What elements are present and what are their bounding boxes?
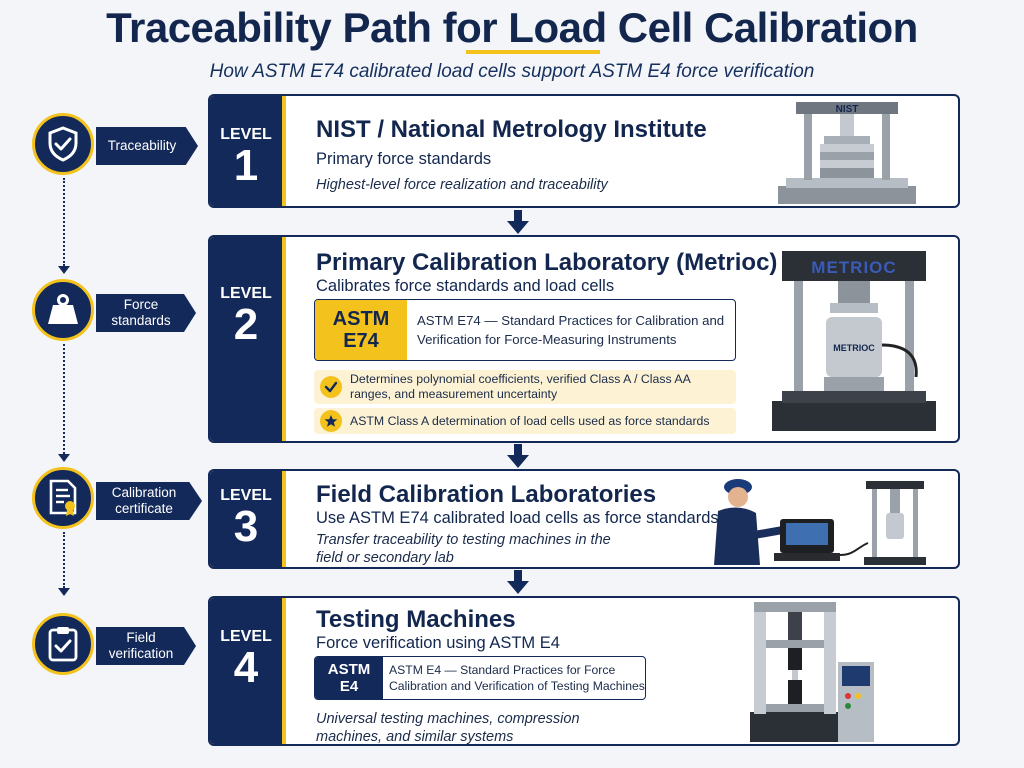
astm-e4-standard-box: ASTM E4 ASTM E4 — Standard Practices for… [314, 656, 646, 700]
rail-force-circle [32, 279, 94, 341]
rail-connector [63, 344, 65, 454]
level-4-title: Testing Machines [316, 606, 516, 633]
rail-tag-traceability: Traceability [96, 127, 198, 165]
level-2-card: LEVEL 2 Primary Calibration Laboratory (… [208, 235, 960, 443]
field-technician-image [714, 479, 926, 565]
level-1-note: Highest-level force realization and trac… [316, 177, 608, 193]
astm-e4-description: ASTM E4 — Standard Practices for Force C… [389, 663, 645, 693]
level-4-note: Universal testing machines, compression … [316, 711, 580, 745]
astm-e4-tag: ASTM E4 [315, 657, 383, 699]
title-underline [466, 50, 600, 54]
weight-icon [48, 294, 78, 324]
rail-arrowhead [58, 588, 70, 596]
check-icon [320, 376, 342, 398]
rail-connector [63, 532, 65, 588]
level-2-title: Primary Calibration Laboratory (Metrioc) [316, 249, 778, 276]
level-1-subtitle: Primary force standards [316, 150, 492, 168]
metrioc-load-cell-label: METRIOC [833, 343, 875, 353]
level-1-badge: LEVEL 1 [210, 96, 286, 206]
astm-e74-standard-box: ASTM E74 ASTM E74 — Standard Practices f… [314, 299, 736, 361]
nist-force-machine-image: NIST [778, 102, 916, 204]
shield-check-icon [48, 126, 78, 162]
level-3-note: Transfer traceability to testing machine… [316, 532, 611, 566]
rail-certificate-circle [32, 467, 94, 529]
rail-verification-circle [32, 613, 94, 675]
level-1-title: NIST / National Metrology Institute [316, 116, 707, 143]
rail-tag-certificate: Calibration certificate [96, 482, 202, 520]
metrioc-frame-label: METRIOC [811, 258, 896, 277]
level-4-subtitle: Force verification using ASTM E4 [316, 634, 560, 652]
level-3-badge: LEVEL 3 [210, 471, 286, 567]
clipboard-check-icon [48, 627, 78, 662]
down-arrow [507, 570, 529, 594]
rail-tag-force-standards: Force standards [96, 294, 196, 332]
metrioc-calibration-frame-image: METRIOC METRIOC [772, 251, 936, 431]
down-arrow [507, 210, 529, 234]
down-arrow [507, 444, 529, 468]
rail-traceability-circle [32, 113, 94, 175]
level-2-bullet: Determines polynomial coefficients, veri… [314, 370, 736, 404]
rail-connector [63, 178, 65, 266]
level-4-badge: LEVEL 4 [210, 598, 286, 744]
level-4-card: LEVEL 4 Testing Machines Force verificat… [208, 596, 960, 746]
page-title: Traceability Path for Load Cell Calibrat… [106, 4, 918, 51]
astm-e74-tag: ASTM E74 [315, 300, 407, 360]
star-icon [320, 410, 342, 432]
astm-e74-description: ASTM E74 — Standard Practices for Calibr… [417, 313, 725, 347]
level-2-subtitle: Calibrates force standards and load cell… [316, 277, 615, 295]
rail-arrowhead [58, 266, 70, 274]
nist-plate-label: NIST [836, 104, 859, 115]
universal-testing-machine-image [750, 602, 874, 742]
certificate-icon [49, 479, 77, 516]
level-3-title: Field Calibration Laboratories [316, 481, 657, 508]
level-2-badge: LEVEL 2 [210, 237, 286, 441]
rail-arrowhead [58, 454, 70, 462]
rail-tag-field-verification: Field verification [96, 627, 196, 665]
page-subtitle: How ASTM E74 calibrated load cells suppo… [209, 61, 815, 82]
level-3-card: LEVEL 3 Field Calibration Laboratories U… [208, 469, 960, 569]
level-2-bullet: ASTM Class A determination of load cells… [314, 408, 736, 434]
level-3-subtitle: Use ASTM E74 calibrated load cells as fo… [316, 509, 719, 527]
level-1-card: LEVEL 1 NIST / National Metrology Instit… [208, 94, 960, 208]
